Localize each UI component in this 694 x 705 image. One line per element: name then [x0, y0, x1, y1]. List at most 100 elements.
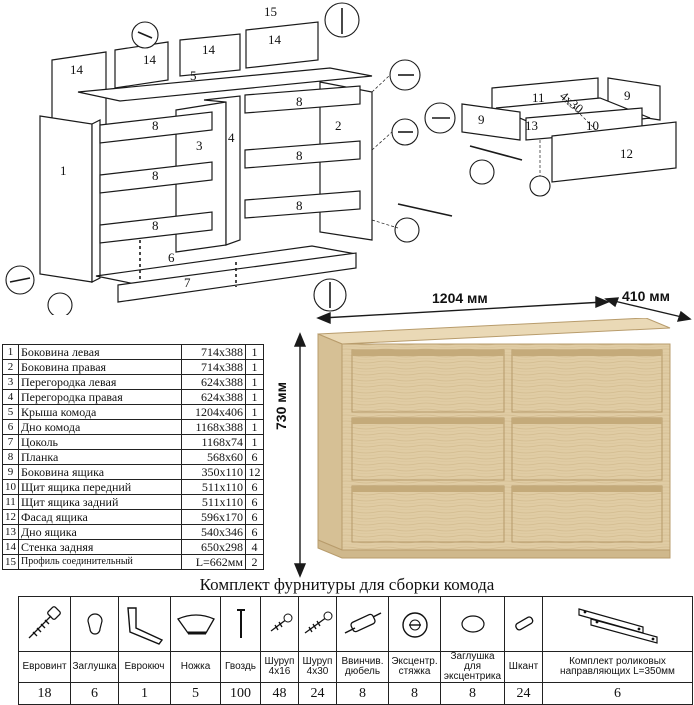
kit-label-detail: дюбель	[344, 666, 381, 677]
kit-qty-cell: 100	[220, 682, 261, 705]
parts-num-cell: 12	[2, 509, 19, 525]
callout-label: 8	[296, 198, 303, 213]
parts-name-cell: Щит ящика передний	[17, 479, 183, 495]
screw-icon	[19, 604, 70, 644]
kit-label-cell: Гвоздь	[220, 651, 261, 683]
parts-qty-cell: 1	[245, 389, 264, 405]
parts-qty-cell: 2	[245, 554, 264, 570]
short-screw-icon	[261, 611, 298, 637]
callout-label: 9	[624, 88, 631, 103]
wood-dowel-icon	[505, 611, 542, 637]
callout-label: 8	[152, 118, 159, 133]
kit-qty-cell: 1	[118, 682, 171, 705]
dresser-render	[317, 318, 671, 559]
parts-num-cell: 9	[2, 464, 19, 480]
callout-label: 14	[70, 62, 84, 77]
parts-name-cell: Перегородка левая	[17, 374, 183, 390]
parts-num-cell: 11	[2, 494, 19, 510]
callout-label: 5	[190, 68, 197, 83]
drawer-front	[351, 485, 505, 543]
parts-size-cell: 1168x388	[181, 419, 246, 435]
callout-label: 11	[532, 90, 545, 105]
parts-num-cell: 5	[2, 404, 19, 420]
parts-name-cell: Фасад ящика	[17, 509, 183, 525]
kit-qty-cell: 6	[70, 682, 119, 705]
parts-num-cell: 15	[2, 554, 19, 570]
kit-icon-cell	[298, 596, 337, 652]
callout-label: 10	[586, 118, 599, 133]
kit-label: Гвоздь	[225, 661, 256, 672]
drawer-front	[511, 485, 663, 543]
exploded-assembly-diagram: 1 2 3 4 5 6 7 8 8 8 8 8 8 9 9 10 11 12 1…	[5, 2, 677, 315]
callout-label: 9	[478, 112, 485, 127]
parts-name-cell: Планка	[17, 449, 183, 465]
parts-size-cell: 511x110	[181, 479, 246, 495]
callout-label: 3	[196, 138, 203, 153]
callout-circle	[529, 175, 551, 197]
callout-label: 12	[620, 146, 633, 161]
kit-qty-cell: 5	[170, 682, 221, 705]
parts-qty-cell: 6	[245, 524, 264, 540]
parts-size-cell: 1168x74	[181, 434, 246, 450]
width-dimension: 1204 мм	[432, 290, 488, 306]
kit-label: Ввинчив.	[341, 656, 384, 667]
partition-right	[203, 95, 241, 246]
callout-label: 2	[335, 118, 342, 133]
kit-label: Шуруп	[264, 656, 295, 667]
kit-icon-cell	[70, 596, 119, 652]
kit-icon-cell	[504, 596, 543, 652]
parts-name-cell: Боковина левая	[17, 344, 183, 360]
parts-num-cell: 14	[2, 539, 19, 555]
callout-label: 14	[268, 32, 282, 47]
drawer-front	[351, 417, 505, 481]
kit-label-detail: 4x30	[306, 666, 329, 677]
kit-qty-cell: 48	[260, 682, 299, 705]
callout-label: 6	[168, 250, 175, 265]
callout-circle	[469, 159, 495, 185]
parts-size-cell: 350x110	[181, 464, 246, 480]
left-side-edge	[91, 119, 101, 283]
kit-label-cell: Шкант	[504, 651, 543, 683]
parts-qty-cell: 6	[245, 509, 264, 525]
kit-qty-cell: 8	[388, 682, 441, 705]
parts-qty-cell: 4	[245, 539, 264, 555]
kit-icon-cell	[170, 596, 221, 652]
parts-size-cell: 540x346	[181, 524, 246, 540]
drawer-front	[511, 349, 663, 413]
parts-size-cell: 714x388	[181, 359, 246, 375]
parts-qty-cell: 1	[245, 374, 264, 390]
parts-qty-cell: 1	[245, 419, 264, 435]
long-screw-icon	[299, 611, 336, 637]
parts-num-cell: 7	[2, 434, 19, 450]
drawer-slides-icon	[543, 603, 692, 645]
kit-qty-cell: 8	[336, 682, 389, 705]
parts-num-cell: 2	[2, 359, 19, 375]
callout-label: 1	[60, 163, 67, 178]
parts-size-cell: 650x298	[181, 539, 246, 555]
kit-label-cell: Ножка	[170, 651, 221, 683]
kit-label-cell: Ввинчив.дюбель	[336, 651, 389, 683]
parts-size-cell: 624x388	[181, 374, 246, 390]
parts-size-cell: 1204x406	[181, 404, 246, 420]
plinth	[117, 252, 357, 303]
nail-icon	[221, 606, 260, 642]
top-panel	[77, 67, 373, 102]
parts-num-cell: 1	[2, 344, 19, 360]
kit-icon-cell	[18, 596, 71, 652]
parts-size-cell: 568x60	[181, 449, 246, 465]
rail	[99, 211, 213, 244]
kit-label-cell: Эксцентр.стяжка	[388, 651, 441, 683]
